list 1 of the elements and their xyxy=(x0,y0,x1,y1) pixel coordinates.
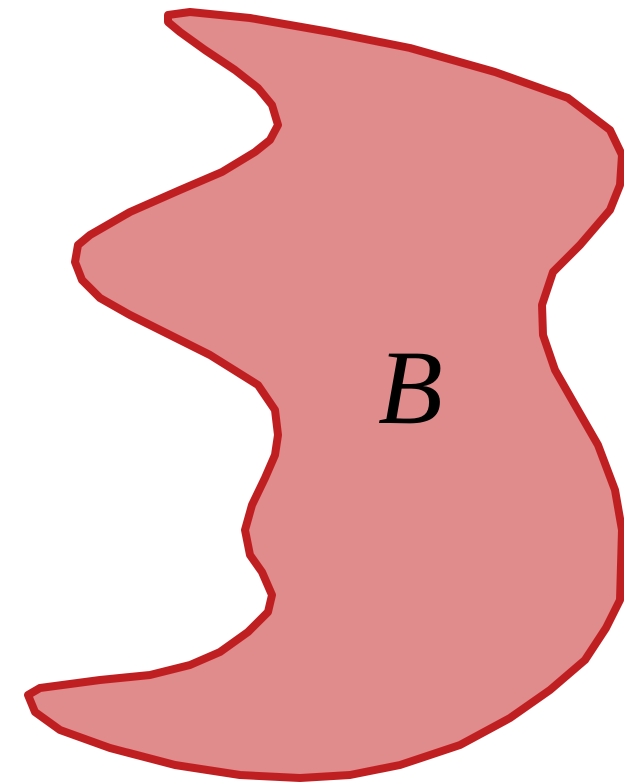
region-label: B xyxy=(378,335,443,441)
